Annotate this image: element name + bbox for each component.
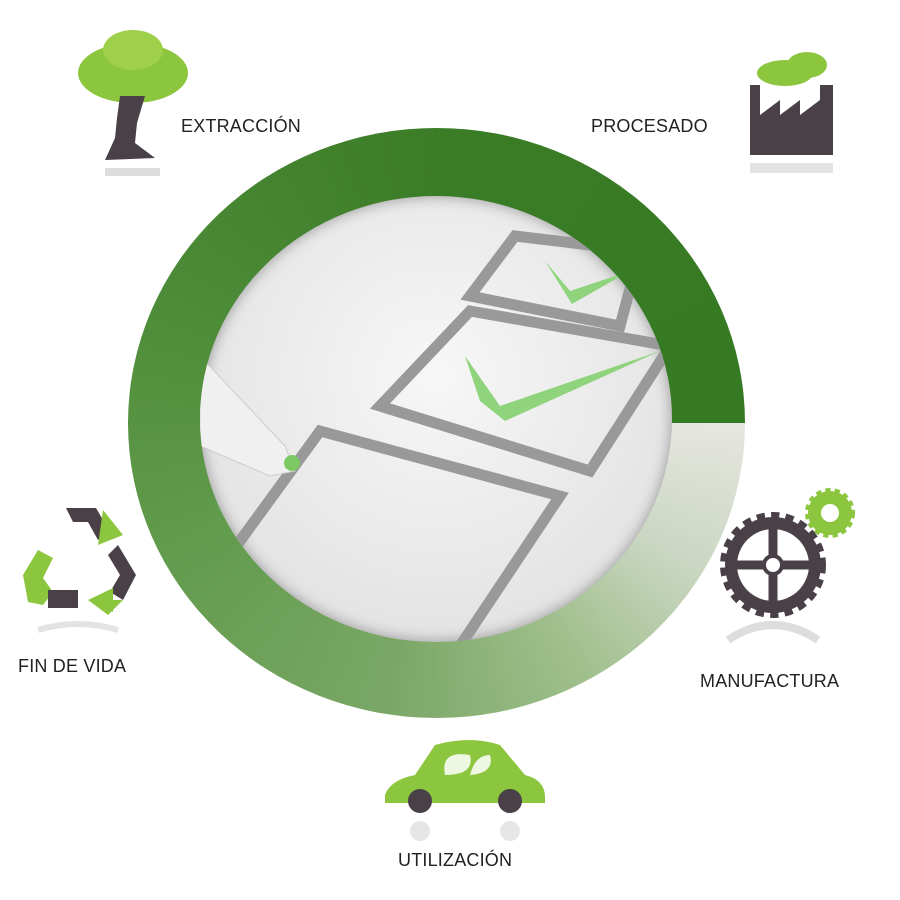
stage-label-end-of-life: FIN DE VIDA bbox=[18, 656, 127, 676]
checklist-image bbox=[200, 196, 672, 642]
stage-label-processing: PROCESADO bbox=[591, 116, 708, 136]
stage-label-extraction: EXTRACCIÓN bbox=[181, 116, 302, 136]
stage-label-manufacturing: MANUFACTURA bbox=[700, 671, 840, 691]
stage-label-usage: UTILIZACIÓN bbox=[398, 850, 513, 870]
gears-icon bbox=[720, 488, 855, 644]
eco-car-icon bbox=[385, 740, 545, 841]
checkbox-3 bbox=[200, 424, 569, 642]
pen bbox=[200, 355, 296, 477]
checklist-illustration bbox=[200, 230, 672, 642]
checkmark-2 bbox=[465, 351, 660, 421]
checkbox-2 bbox=[369, 305, 672, 478]
factory-icon bbox=[750, 52, 833, 173]
recycle-icon bbox=[23, 508, 136, 633]
pen-tip bbox=[284, 455, 300, 471]
checkmark-1 bbox=[545, 261, 630, 304]
tree-icon bbox=[78, 30, 188, 176]
